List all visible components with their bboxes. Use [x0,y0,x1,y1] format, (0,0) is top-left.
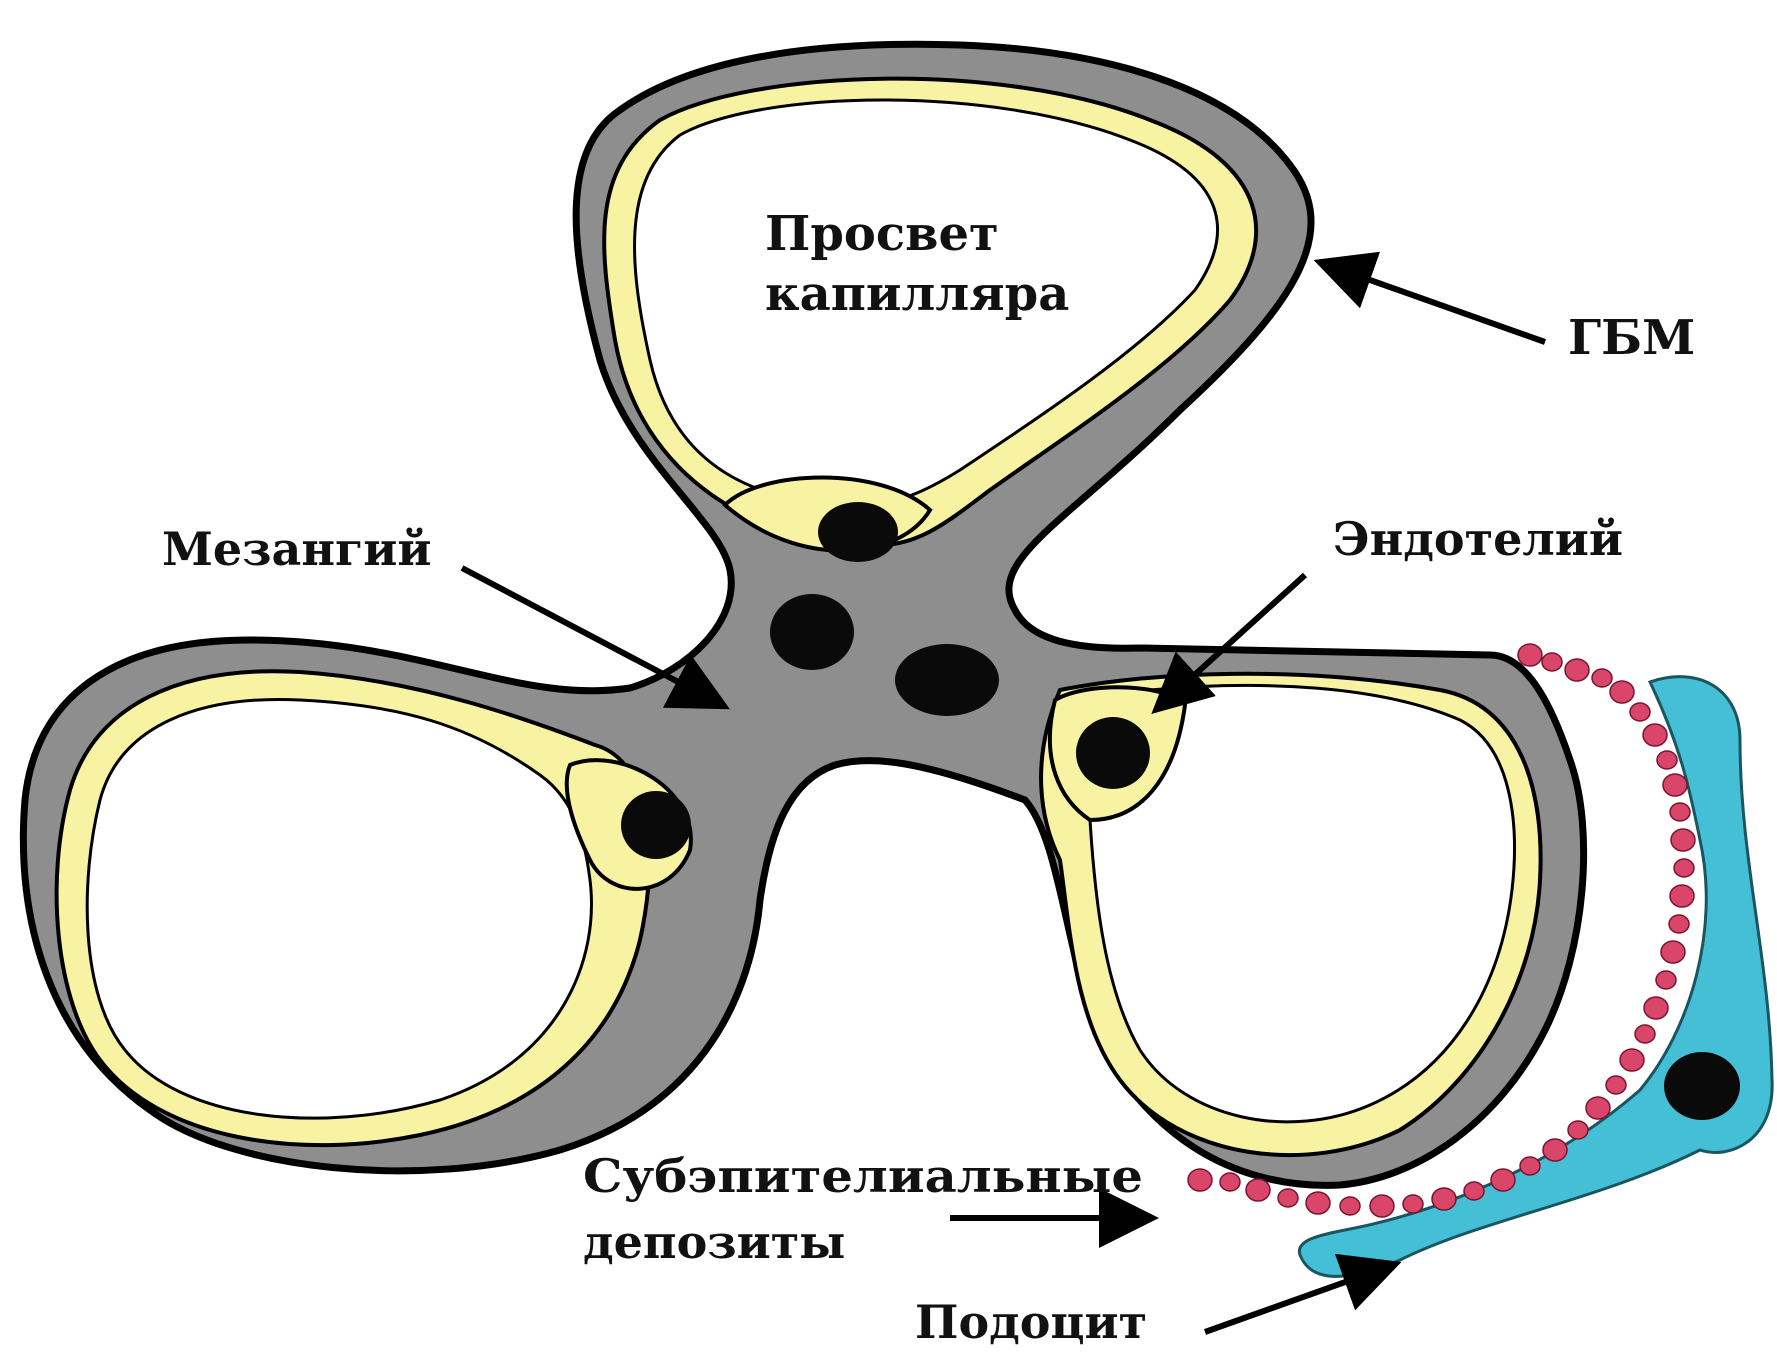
label-podocyte: Подоцит [915,1295,1147,1349]
arrow-podocyte [1205,1265,1393,1332]
deposit-dot [1674,859,1694,877]
label-mesangium: Мезангий [162,522,431,576]
deposit-dot [1656,971,1676,989]
deposit-dot [1670,803,1690,821]
deposit-dot [1606,1076,1626,1094]
deposit-dot [1432,1188,1456,1210]
deposit-dot [1610,681,1634,703]
deposit-dot [1620,1049,1644,1071]
deposit-dot [1246,1179,1270,1201]
lumen-left [87,699,591,1118]
deposit-dot [1340,1197,1360,1215]
deposit-dot [1643,724,1667,746]
deposit-dot [1543,1139,1567,1161]
deposit-dot [1657,751,1677,769]
deposit-dot [1669,915,1689,933]
nucleus-podocyte [1664,1052,1740,1120]
arrow-gbm [1322,263,1545,342]
deposit-dot [1403,1195,1423,1213]
deposit-dot [1663,774,1687,796]
deposit-dot [1568,1121,1588,1139]
label-endothelium: Эндотелий [1333,512,1623,566]
deposit-dot [1278,1189,1298,1207]
nucleus-mesangial-2 [895,644,999,716]
deposit-dot [1670,885,1694,907]
deposit-dot [1542,653,1562,671]
deposit-dot [1220,1173,1240,1191]
deposit-dot [1661,941,1685,963]
deposit-dot [1635,1025,1655,1043]
deposit-dot [1586,1097,1610,1119]
deposit-dot [1370,1195,1394,1217]
deposit-dot [1464,1182,1484,1200]
deposit-dot [1630,703,1650,721]
nucleus-mesangial-1 [770,594,854,670]
label-deposits-line1: Субэпителиальные [583,1149,1143,1203]
deposit-dot [1592,669,1612,687]
deposit-dot [1491,1169,1515,1191]
deposit-dot [1644,997,1668,1019]
label-lumen-line1: Просвет [765,206,999,262]
label-lumen-line2: капилляра [765,266,1069,322]
nucleus-endothelial-left [621,791,691,859]
label-deposits-line2: депозиты [583,1215,845,1269]
deposit-dot [1518,644,1542,666]
label-gbm: ГБМ [1568,310,1695,366]
deposit-dot [1565,659,1589,681]
deposit-dot [1520,1157,1540,1175]
deposit-dot [1671,829,1695,851]
deposit-dot [1306,1192,1330,1214]
deposit-dot [1188,1169,1212,1191]
nucleus-endothelial-top [818,502,898,562]
nucleus-endothelial-right [1076,717,1150,789]
